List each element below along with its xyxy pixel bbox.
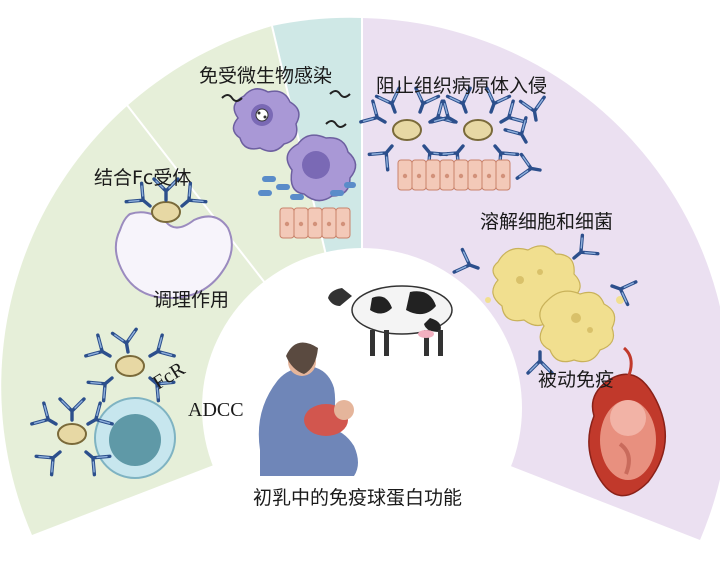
label-pathogen-invasion: 阻止组织病原体入侵 — [376, 75, 547, 97]
diagram-title: 初乳中的免疫球蛋白功能 — [253, 487, 462, 509]
cow-icon — [328, 285, 453, 356]
fetus-illustration — [588, 346, 667, 497]
label-passive-immunity: 被动免疫 — [538, 369, 614, 391]
epithelium-barrier — [397, 159, 511, 191]
nk-cell-illustration — [94, 397, 176, 479]
label-microbial-infection: 免受微生物感染 — [199, 65, 332, 87]
bacteria-cluster-icon — [221, 90, 356, 200]
label-lysis: 溶解细胞和细菌 — [480, 211, 613, 233]
center-disc — [202, 248, 522, 564]
label-adcc: ADCC — [188, 399, 244, 421]
epithelium-microbial — [279, 207, 351, 239]
macrophage-illustration — [232, 88, 357, 202]
label-fc-binding: 结合Fc受体 — [94, 167, 191, 189]
label-opsonization: 调理作用 — [153, 289, 229, 311]
breastfeeding-mother-icon — [258, 342, 358, 476]
lysed-cells-illustration — [452, 233, 638, 375]
fc-receptor-cup-illustration — [114, 177, 233, 300]
